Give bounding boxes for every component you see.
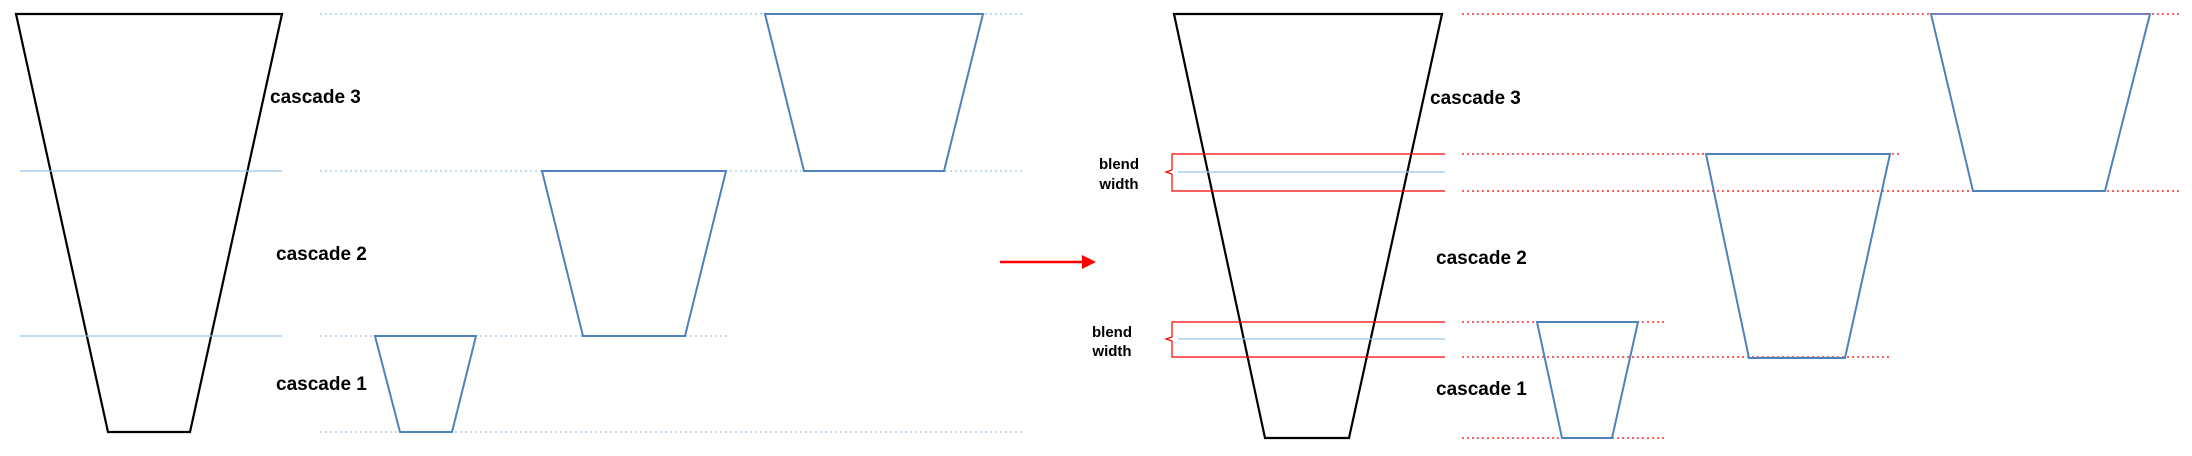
blend-brace-2-3 <box>1164 153 1178 192</box>
left-cascade-2-label: cascade 2 <box>276 244 367 265</box>
left-cascade-3-label: cascade 3 <box>270 87 361 108</box>
right-cascade-2-label: cascade 2 <box>1436 248 1527 269</box>
blend-width-label-1-line1: blend <box>1099 156 1139 173</box>
right-cascade-3-box <box>1929 13 2152 192</box>
blend-width-label-2-line1: blend <box>1092 324 1132 341</box>
arrow-head <box>1082 255 1096 269</box>
right-frustum <box>1172 12 1444 440</box>
transition-arrow <box>1000 255 1096 269</box>
left-cascade-3-box <box>763 13 985 172</box>
blend-brace-1-2 <box>1164 321 1178 358</box>
right-panel: cascade 3 cascade 2 cascade 1 blend widt… <box>1091 12 2182 440</box>
blend-width-label-1-line2: width <box>1098 176 1138 193</box>
right-cascade-1-label: cascade 1 <box>1436 379 1527 400</box>
left-frustum <box>14 12 284 434</box>
blend-width-label-2-line2: width <box>1091 343 1131 360</box>
left-cascade-2-box <box>540 170 728 337</box>
right-cascade-2-box <box>1704 153 1892 359</box>
left-cascade-1-box <box>373 335 478 433</box>
right-cascade-3-label: cascade 3 <box>1430 88 1521 109</box>
right-cascade-1-box <box>1535 321 1640 439</box>
left-panel: cascade 3 cascade 2 cascade 1 <box>14 12 1022 434</box>
left-cascade-1-label: cascade 1 <box>276 374 367 395</box>
